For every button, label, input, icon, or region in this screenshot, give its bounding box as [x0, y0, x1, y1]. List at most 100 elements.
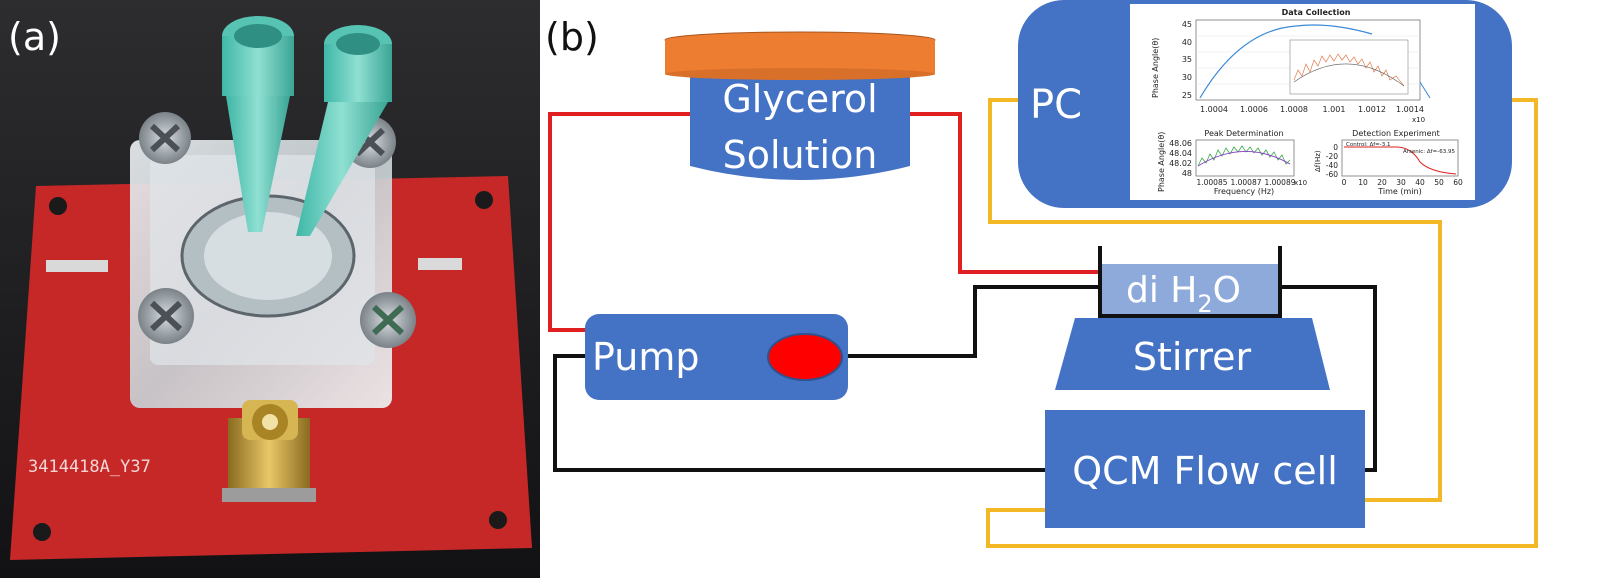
detection-ytick: -60: [1326, 170, 1338, 179]
stirrer-label: Stirrer: [1133, 335, 1252, 379]
main-plot-title: Data Collection: [1282, 8, 1351, 17]
main-xtick: 1.0014: [1396, 105, 1424, 114]
beaker-liquid: [1102, 264, 1278, 314]
main-xtick: 1.0006: [1240, 105, 1268, 114]
peak-plot-axes: [1195, 139, 1295, 177]
inset-plot: [1289, 39, 1409, 95]
black-tube-qcm-to-pump: [553, 354, 1045, 472]
detection-ytick: -40: [1326, 161, 1338, 170]
qcm-label: QCM Flow cell: [1072, 449, 1338, 493]
detection-xtick: 10: [1358, 178, 1368, 187]
peak-noise: [1197, 145, 1291, 167]
peak-plot-ylabel: Phase Angle(θ): [1157, 132, 1166, 192]
detection-control-curve: [1344, 146, 1457, 175]
peak-xtick: 1.00087: [1230, 178, 1261, 187]
detection-legend-arsenic: Arsenic: Δf=-63.95: [1403, 149, 1455, 155]
pcb-hole: [489, 511, 507, 529]
pc-box: PC Data Collection Phase Angle(θ) 45 40 …: [1018, 0, 1512, 208]
pipette-tip-icon: [222, 16, 294, 232]
detection-xtick: 20: [1377, 178, 1387, 187]
main-plot: Data Collection Phase Angle(θ) 45 40 35 …: [1151, 8, 1431, 124]
main-ytick: 45: [1182, 20, 1192, 29]
peak-fit: [1197, 151, 1291, 167]
main-xtick: 1.001: [1323, 105, 1346, 114]
main-plot-ylabel: Phase Angle(θ): [1151, 38, 1160, 98]
pc-screen: Data Collection Phase Angle(θ) 45 40 35 …: [1130, 4, 1475, 200]
beaker-label: di H2O: [1126, 270, 1241, 318]
main-ytick: 30: [1182, 73, 1192, 82]
glycerol-lid-bottom: [665, 68, 935, 80]
connector-lines: [548, 98, 1538, 548]
main-ytick: 35: [1182, 55, 1192, 64]
pump-indicator-icon: [767, 333, 843, 381]
pcb-hole: [475, 191, 493, 209]
peak-plot: Peak Determination Phase Angle(θ) 48.06 …: [1157, 129, 1307, 196]
inset-connector: [1419, 81, 1431, 99]
stirrer-box: Stirrer: [1055, 318, 1330, 390]
main-xtick: 1.0008: [1280, 105, 1308, 114]
peak-plot-title: Peak Determination: [1204, 129, 1283, 138]
glycerol-label-line1: Glycerol: [722, 77, 877, 121]
pump-box: Pump: [585, 314, 848, 400]
black-tube-pump-to-beaker: [848, 285, 1100, 358]
screw-icon: [139, 112, 191, 164]
qcm-flow-cell-box: QCM Flow cell: [1045, 410, 1365, 528]
detection-plot-axes: [1341, 139, 1459, 177]
panel-b-schematic: (b) Glycerol Solution Pump: [545, 0, 1538, 548]
screw-icon: [138, 288, 194, 344]
detection-plot-xlabel: Time (min): [1377, 187, 1421, 196]
main-xtick: 1.0012: [1358, 105, 1386, 114]
detection-plot: Detection Experiment Δf(Hz) 0 -20 -40 -6…: [1314, 129, 1463, 196]
detection-xtick: 0: [1342, 178, 1347, 187]
peak-ytick: 48.04: [1169, 149, 1192, 158]
pcb-hole: [33, 523, 51, 541]
peak-ytick: 48.06: [1169, 139, 1192, 148]
panel-b-label: (b): [545, 15, 599, 59]
main-ytick: 40: [1182, 38, 1192, 47]
detection-xtick: 40: [1415, 178, 1425, 187]
pcb-pins: [46, 260, 108, 272]
peak-xtick: 1.00085: [1196, 178, 1227, 187]
peak-xexp: x10: [1294, 179, 1307, 187]
detection-ytick: -20: [1326, 152, 1338, 161]
peak-ytick: 48.02: [1169, 159, 1192, 168]
glycerol-label-line2: Solution: [723, 133, 878, 177]
main-plot-axes: [1195, 19, 1421, 101]
peak-ytick: 48: [1182, 169, 1192, 178]
screw-icon: [360, 292, 416, 348]
inset-fit: [1293, 63, 1405, 87]
detection-xtick: 30: [1396, 178, 1406, 187]
main-xtick: 1.0004: [1200, 105, 1228, 114]
beaker-label-sub: 2: [1197, 290, 1212, 318]
sma-connector-icon: [222, 400, 316, 502]
detection-plot-ylabel: Δf(Hz): [1314, 150, 1322, 172]
main-xexp: x10: [1412, 116, 1425, 124]
detection-legend-control: Control: Δf=-3.1: [1346, 142, 1391, 148]
peak-plot-xlabel: Frequency (Hz): [1214, 187, 1274, 196]
glycerol-container: Glycerol Solution: [664, 31, 936, 180]
black-tube-beaker-to-qcm: [1280, 285, 1377, 472]
yellow-cable-pc-to-qcm: [988, 98, 1442, 502]
inset-noise: [1293, 53, 1405, 87]
detection-ytick: 0: [1333, 143, 1338, 152]
beaker-wall: [1098, 246, 1282, 318]
main-curve: [1199, 24, 1373, 99]
beaker-label-prefix: di H: [1126, 270, 1197, 311]
beaker-label-suffix: O: [1213, 270, 1241, 311]
board-stamp: 3414418A_Y37: [28, 457, 151, 477]
panel-a-photo: 3414418A_Y37: [0, 0, 540, 578]
pump-label: Pump: [592, 335, 699, 379]
panel-a-label: (a): [8, 15, 61, 59]
pcb-hole: [49, 197, 67, 215]
red-tube-left: [548, 112, 690, 332]
main-ytick: 25: [1182, 91, 1192, 100]
pipette-tip-icon: [296, 25, 392, 236]
yellow-cable-pc-loop: [986, 98, 1538, 548]
peak-xtick: 1.00089: [1264, 178, 1295, 187]
red-tube-right: [910, 112, 1100, 274]
pcb-pins: [418, 258, 462, 270]
detection-plot-title: Detection Experiment: [1352, 129, 1440, 138]
detection-xtick: 60: [1453, 178, 1463, 187]
beaker: di H2O: [1098, 246, 1282, 318]
